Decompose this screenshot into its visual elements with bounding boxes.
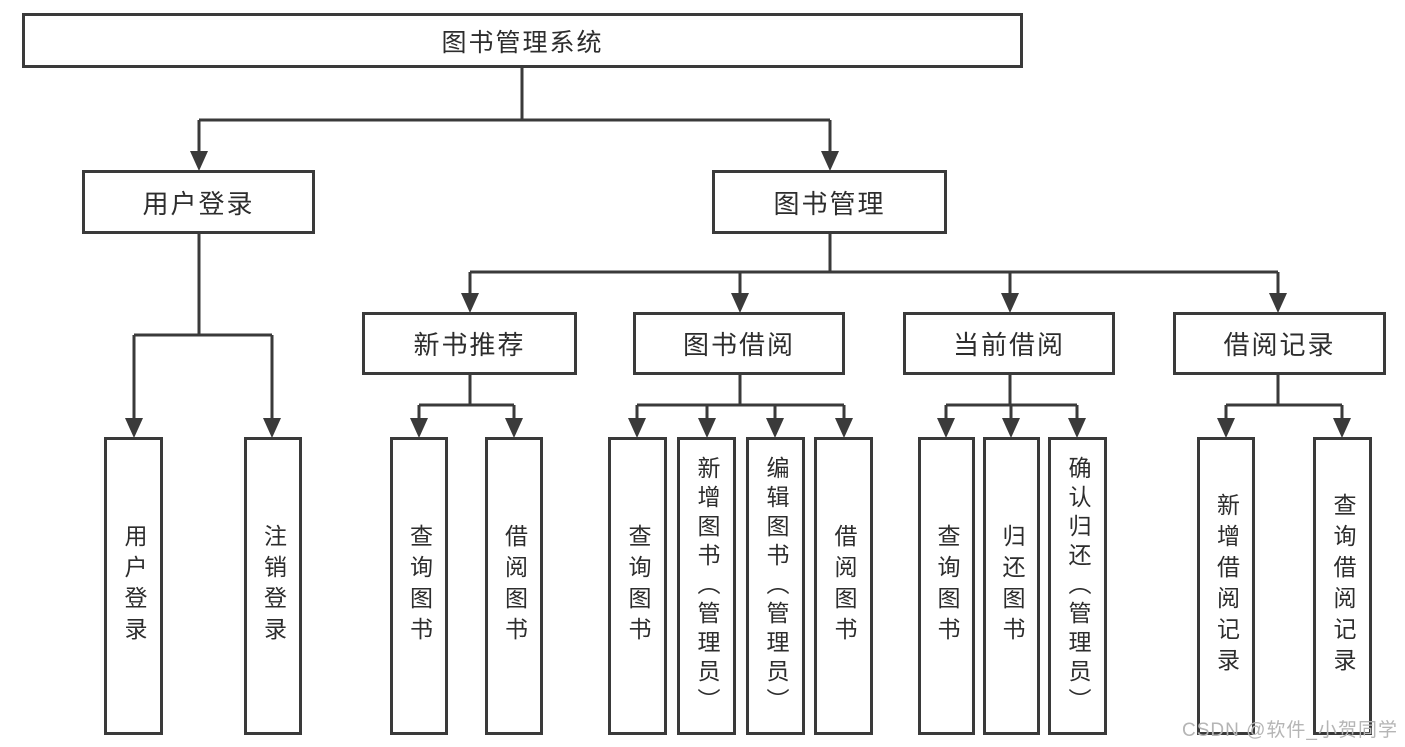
node-library-system-label: 图书管理系统 <box>441 28 604 57</box>
leaf-borrow-borrow-book-label: 借阅图书 <box>831 524 857 648</box>
leaf-borrow-edit-book-admin: 编辑图书（管理员） <box>746 437 805 735</box>
leaf-newrec-borrow-book-label: 借阅图书 <box>501 524 528 648</box>
leaf-user-login-label: 用户登录 <box>121 524 147 648</box>
leaf-current-confirm-return-admin-label: 确认归还（管理员） <box>1065 455 1091 717</box>
node-new-book-recommend-label: 新书推荐 <box>413 330 526 360</box>
node-book-management-label: 图书管理 <box>773 188 886 219</box>
leaf-current-query-book-label: 查询图书 <box>934 524 960 648</box>
leaf-logout: 注销登录 <box>244 437 302 735</box>
node-new-book-recommend: 新书推荐 <box>362 312 577 375</box>
leaf-user-login: 用户登录 <box>104 437 163 735</box>
leaf-current-return-book: 归还图书 <box>983 437 1040 735</box>
node-current-borrowing-label: 当前借阅 <box>952 330 1065 360</box>
node-book-borrowing: 图书借阅 <box>633 312 845 375</box>
node-user-login: 用户登录 <box>82 170 315 234</box>
leaf-newrec-borrow-book: 借阅图书 <box>485 437 543 735</box>
leaf-logout-label: 注销登录 <box>260 524 287 648</box>
leaf-borrow-query-book: 查询图书 <box>608 437 667 735</box>
node-book-management: 图书管理 <box>712 170 947 234</box>
leaf-borrow-add-book-admin-label: 新增图书（管理员） <box>694 455 720 717</box>
csdn-watermark: CSDN @软件_小贺同学 <box>1182 720 1398 741</box>
leaf-borrow-add-book-admin: 新增图书（管理员） <box>677 437 736 735</box>
leaf-current-confirm-return-admin: 确认归还（管理员） <box>1048 437 1107 735</box>
node-user-login-label: 用户登录 <box>142 188 255 219</box>
leaf-records-add-record: 新增借阅记录 <box>1197 437 1255 735</box>
node-borrowing-records-label: 借阅记录 <box>1223 330 1336 360</box>
node-borrowing-records: 借阅记录 <box>1173 312 1386 375</box>
node-current-borrowing: 当前借阅 <box>903 312 1115 375</box>
leaf-current-return-book-label: 归还图书 <box>999 524 1025 648</box>
leaf-borrow-borrow-book: 借阅图书 <box>814 437 873 735</box>
leaf-records-query-record-label: 查询借阅记录 <box>1330 493 1356 679</box>
leaf-newrec-query-book: 查询图书 <box>390 437 448 735</box>
node-library-system: 图书管理系统 <box>22 13 1023 68</box>
leaf-borrow-query-book-label: 查询图书 <box>625 524 651 648</box>
arrowheads <box>125 151 1351 438</box>
leaf-records-query-record: 查询借阅记录 <box>1313 437 1372 735</box>
leaf-records-add-record-label: 新增借阅记录 <box>1213 493 1240 679</box>
leaf-borrow-edit-book-admin-label: 编辑图书（管理员） <box>763 455 789 717</box>
node-book-borrowing-label: 图书借阅 <box>682 330 795 360</box>
leaf-current-query-book: 查询图书 <box>918 437 975 735</box>
leaf-newrec-query-book-label: 查询图书 <box>406 524 433 648</box>
